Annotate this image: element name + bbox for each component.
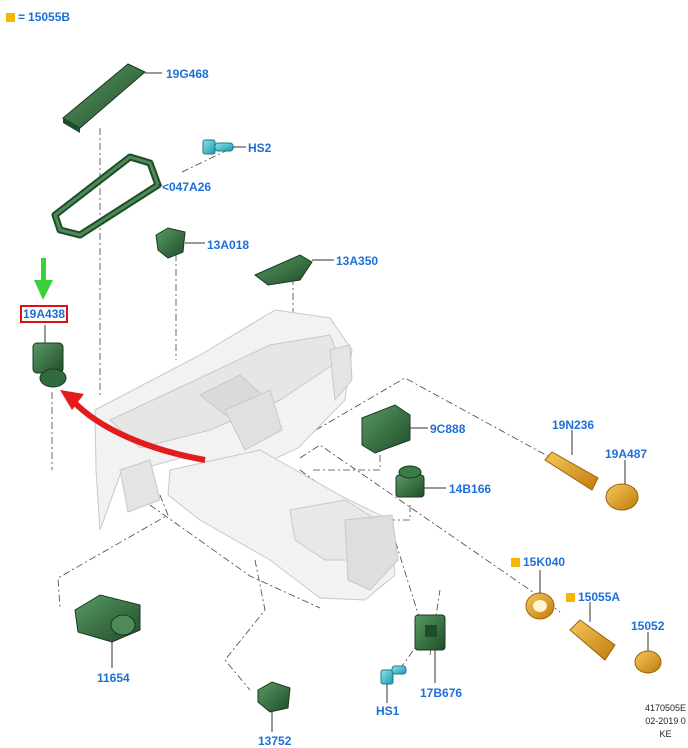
part-9c888[interactable] bbox=[361, 404, 411, 454]
label-11654[interactable]: 11654 bbox=[97, 671, 130, 685]
part-17b676[interactable] bbox=[414, 614, 446, 651]
callout-lines bbox=[44, 72, 649, 732]
label-13a018[interactable]: 13A018 bbox=[207, 238, 250, 252]
label-19n236[interactable]: 19N236 bbox=[552, 418, 595, 432]
red-curved-arrow bbox=[69, 397, 206, 463]
label-19g468[interactable]: 19G468 bbox=[166, 67, 209, 81]
label-19a487[interactable]: 19A487 bbox=[605, 447, 648, 461]
part-11654[interactable] bbox=[74, 594, 141, 643]
part-15055a[interactable] bbox=[569, 619, 616, 661]
part-hs2-screw[interactable] bbox=[202, 139, 234, 155]
legend-equals: = bbox=[18, 10, 26, 24]
label-14b166[interactable]: 14B166 bbox=[449, 482, 492, 496]
part-15k040[interactable] bbox=[525, 592, 555, 620]
drawing-code-block: 4170505E 02-2019 0 KE bbox=[645, 702, 686, 741]
part-15052[interactable] bbox=[634, 650, 662, 674]
label-19a438-highlighted[interactable]: 19A438 bbox=[20, 305, 69, 323]
label-15052[interactable]: 15052 bbox=[631, 619, 665, 633]
label-047a26[interactable]: <047A26 bbox=[162, 180, 212, 194]
orange-square-icon bbox=[566, 593, 575, 602]
drawing-initials: KE bbox=[659, 729, 672, 739]
part-19g468[interactable] bbox=[62, 63, 146, 133]
label-17b676[interactable]: 17B676 bbox=[420, 686, 463, 700]
label-15055a[interactable]: 15055A bbox=[566, 590, 620, 604]
label-9c888[interactable]: 9C888 bbox=[430, 422, 466, 436]
part-19a438[interactable] bbox=[32, 342, 67, 388]
label-13a350[interactable]: 13A350 bbox=[336, 254, 379, 268]
orange-square-icon bbox=[511, 558, 520, 567]
part-047a26-frame[interactable] bbox=[51, 153, 162, 239]
legend: =15055B bbox=[6, 10, 70, 24]
part-19a487[interactable] bbox=[605, 483, 639, 511]
label-hs1[interactable]: HS1 bbox=[376, 704, 400, 718]
part-13a018[interactable] bbox=[155, 227, 186, 259]
part-hs1-screw[interactable] bbox=[380, 665, 407, 685]
legend-square-icon bbox=[6, 13, 15, 22]
red-arrowhead bbox=[60, 390, 84, 410]
label-15055a-text: 15055A bbox=[578, 590, 621, 604]
part-14b166[interactable] bbox=[395, 465, 425, 498]
part-13752[interactable] bbox=[257, 681, 291, 713]
label-13752[interactable]: 13752 bbox=[258, 734, 292, 748]
dashboard-outline bbox=[94, 309, 399, 601]
legend-text: 15055B bbox=[28, 10, 71, 24]
label-hs2[interactable]: HS2 bbox=[248, 141, 272, 155]
drawing-date: 02-2019 0 bbox=[645, 716, 686, 726]
drawing-number: 4170505E bbox=[644, 703, 686, 713]
green-down-arrow bbox=[34, 258, 53, 300]
part-19n236[interactable] bbox=[544, 451, 599, 491]
part-13a350[interactable] bbox=[254, 254, 313, 286]
label-15k040[interactable]: 15K040 bbox=[511, 555, 565, 569]
label-15k040-text: 15K040 bbox=[523, 555, 566, 569]
